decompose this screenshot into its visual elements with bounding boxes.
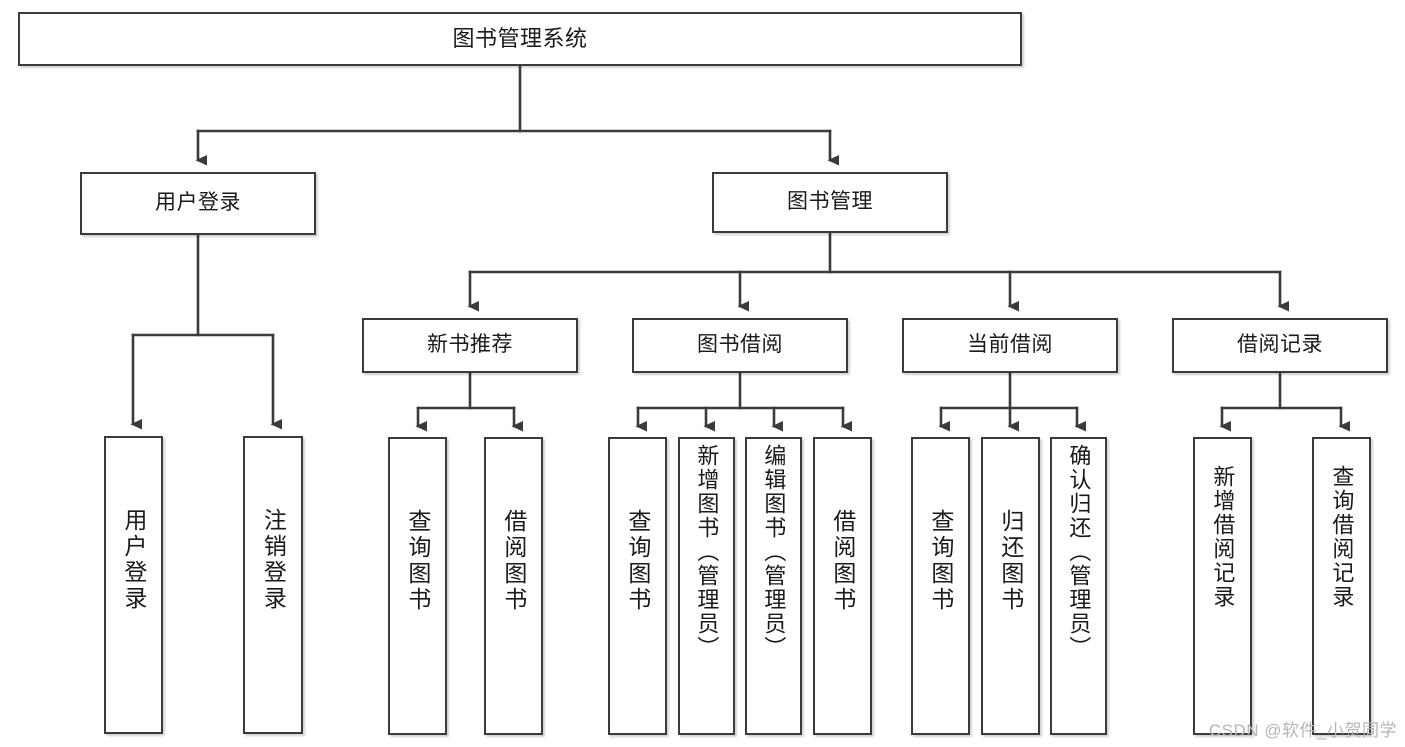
leaf-return-book[interactable]: 归还图书 <box>981 437 1040 735</box>
node-book-manage-label: 图书管理 <box>787 190 873 214</box>
leaf-return-book-label: 归还图书 <box>997 509 1024 613</box>
leaf-add-record[interactable]: 新增借阅记录 <box>1193 437 1252 735</box>
leaf-borrow-book-1[interactable]: 借阅图书 <box>484 437 543 735</box>
leaf-add-book-label: 新增图书（管理员） <box>694 444 720 660</box>
leaf-edit-book-label: 编辑图书（管理员） <box>761 444 787 660</box>
leaf-edit-book[interactable]: 编辑图书（管理员） <box>745 437 802 735</box>
leaf-query-book-2-label: 查询图书 <box>624 509 651 613</box>
watermark: CSDN @软件_小贺同学 <box>1208 721 1397 740</box>
leaf-confirm-return-label: 确认归还（管理员） <box>1066 444 1092 660</box>
node-book-borrow[interactable]: 图书借阅 <box>632 318 848 373</box>
leaf-confirm-return[interactable]: 确认归还（管理员） <box>1050 437 1107 735</box>
leaf-borrow-book-2-label: 借阅图书 <box>829 509 856 613</box>
node-book-manage[interactable]: 图书管理 <box>712 172 948 233</box>
leaf-borrow-book-2[interactable]: 借阅图书 <box>813 437 872 735</box>
leaf-query-book-2[interactable]: 查询图书 <box>608 437 667 735</box>
leaf-user-login[interactable]: 用户登录 <box>104 436 163 734</box>
node-user-login-label: 用户登录 <box>155 191 241 215</box>
leaf-add-book[interactable]: 新增图书（管理员） <box>678 437 735 735</box>
node-root-label: 图书管理系统 <box>452 26 588 52</box>
leaf-query-book-1-label: 查询图书 <box>404 509 431 613</box>
node-borrow-record[interactable]: 借阅记录 <box>1172 318 1388 373</box>
leaf-query-book-3-label: 查询图书 <box>927 509 954 613</box>
leaf-logout-label: 注销登录 <box>260 508 287 612</box>
node-current-borrow-label: 当前借阅 <box>967 333 1053 357</box>
node-current-borrow[interactable]: 当前借阅 <box>902 318 1118 373</box>
leaf-query-book-3[interactable]: 查询图书 <box>911 437 970 735</box>
node-borrow-record-label: 借阅记录 <box>1237 333 1323 357</box>
leaf-user-login-label: 用户登录 <box>120 508 147 612</box>
node-root[interactable]: 图书管理系统 <box>18 12 1022 66</box>
leaf-add-record-label: 新增借阅记录 <box>1210 465 1236 609</box>
leaf-logout[interactable]: 注销登录 <box>243 436 303 734</box>
leaf-query-record[interactable]: 查询借阅记录 <box>1312 437 1371 735</box>
leaf-query-record-label: 查询借阅记录 <box>1329 465 1355 609</box>
node-user-login[interactable]: 用户登录 <box>80 172 316 235</box>
leaf-query-book-1[interactable]: 查询图书 <box>388 437 447 735</box>
node-new-book-rec[interactable]: 新书推荐 <box>362 318 578 373</box>
node-new-book-rec-label: 新书推荐 <box>427 333 513 357</box>
leaf-borrow-book-1-label: 借阅图书 <box>500 509 527 613</box>
node-book-borrow-label: 图书借阅 <box>697 333 783 357</box>
